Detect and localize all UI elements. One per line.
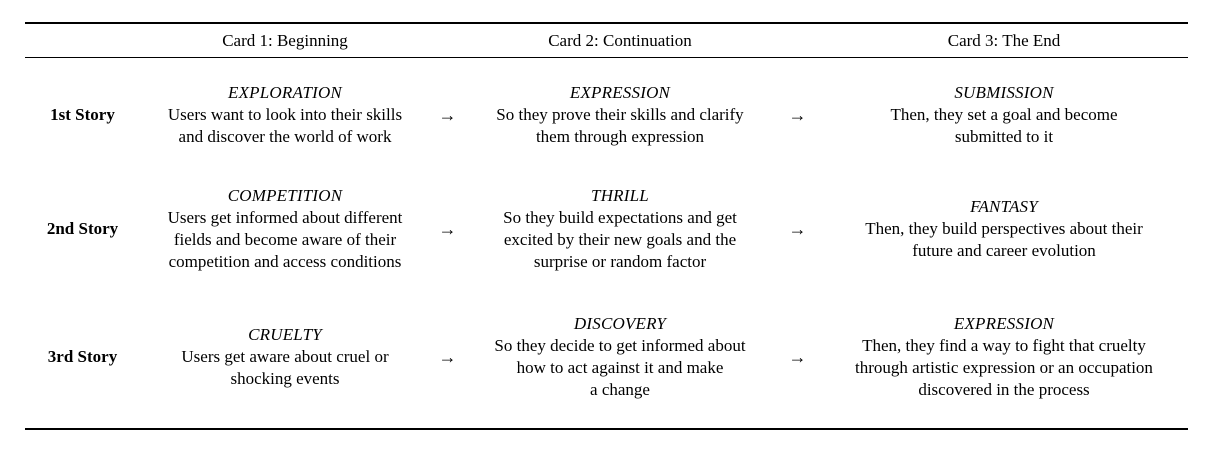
right-arrow-icon: → bbox=[438, 218, 457, 239]
card-text: So they prove their skills and clarify t… bbox=[496, 104, 744, 146]
story-cards-table: Card 1: Beginning Card 2: Continuation C… bbox=[25, 22, 1188, 430]
card-text: Then, they build perspectives about thei… bbox=[865, 218, 1143, 260]
card-text: Users get informed about different field… bbox=[167, 207, 403, 271]
card-keyword: SUBMISSION bbox=[954, 82, 1054, 102]
card-2nd-story-continuation: THRILL So they build expectations and ge… bbox=[465, 172, 775, 286]
card-keyword: THRILL bbox=[591, 185, 649, 205]
header-empty-arrow-1 bbox=[430, 23, 465, 58]
column-header-card-1: Card 1: Beginning bbox=[140, 23, 430, 58]
card-keyword: EXPRESSION bbox=[569, 82, 671, 102]
column-header-card-2: Card 2: Continuation bbox=[465, 23, 775, 58]
card-3rd-story-beginning: CRUELTY Users get aware about cruel or s… bbox=[140, 286, 430, 429]
card-text: So they build expectations and get excit… bbox=[503, 207, 737, 271]
card-1st-story-continuation: EXPRESSION So they prove their skills an… bbox=[465, 58, 775, 172]
right-arrow-icon: → bbox=[438, 104, 457, 125]
card-keyword: DISCOVERY bbox=[573, 313, 667, 333]
card-text: Then, they find a way to fight that crue… bbox=[855, 335, 1153, 399]
row-label-1st-story: 1st Story bbox=[50, 104, 115, 124]
right-arrow-icon: → bbox=[788, 104, 807, 125]
right-arrow-icon: → bbox=[788, 218, 807, 239]
card-2nd-story-beginning: COMPETITION Users get informed about dif… bbox=[140, 172, 430, 286]
story-row-1: 1st Story EXPLORATION Users want to look… bbox=[25, 58, 1188, 172]
card-text: So they decide to get informed about how… bbox=[494, 335, 746, 399]
story-row-2: 2nd Story COMPETITION Users get informed… bbox=[25, 172, 1188, 286]
card-1st-story-beginning: EXPLORATION Users want to look into thei… bbox=[140, 58, 430, 172]
card-1st-story-end: SUBMISSION Then, they set a goal and bec… bbox=[820, 58, 1188, 172]
card-text: Users get aware about cruel or shocking … bbox=[181, 346, 389, 388]
card-3rd-story-continuation: DISCOVERY So they decide to get informed… bbox=[465, 286, 775, 429]
card-text: Users want to look into their skills and… bbox=[167, 104, 403, 146]
card-3rd-story-end: EXPRESSION Then, they find a way to figh… bbox=[820, 286, 1188, 429]
right-arrow-icon: → bbox=[788, 346, 807, 367]
card-keyword: FANTASY bbox=[970, 196, 1038, 216]
header-row: Card 1: Beginning Card 2: Continuation C… bbox=[25, 23, 1188, 58]
row-label-2nd-story: 2nd Story bbox=[46, 218, 119, 238]
card-2nd-story-end: FANTASY Then, they build perspectives ab… bbox=[820, 172, 1188, 286]
column-header-card-3: Card 3: The End bbox=[820, 23, 1188, 58]
right-arrow-icon: → bbox=[438, 346, 457, 367]
card-text: Then, they set a goal and become submitt… bbox=[890, 104, 1118, 146]
row-label-3rd-story: 3rd Story bbox=[47, 346, 118, 366]
header-empty-label bbox=[25, 23, 140, 58]
card-keyword: CRUELTY bbox=[248, 324, 322, 344]
story-row-3: 3rd Story CRUELTY Users get aware about … bbox=[25, 286, 1188, 429]
card-keyword: EXPRESSION bbox=[953, 313, 1055, 333]
card-keyword: EXPLORATION bbox=[228, 82, 342, 102]
card-keyword: COMPETITION bbox=[227, 185, 343, 205]
header-empty-arrow-2 bbox=[775, 23, 820, 58]
